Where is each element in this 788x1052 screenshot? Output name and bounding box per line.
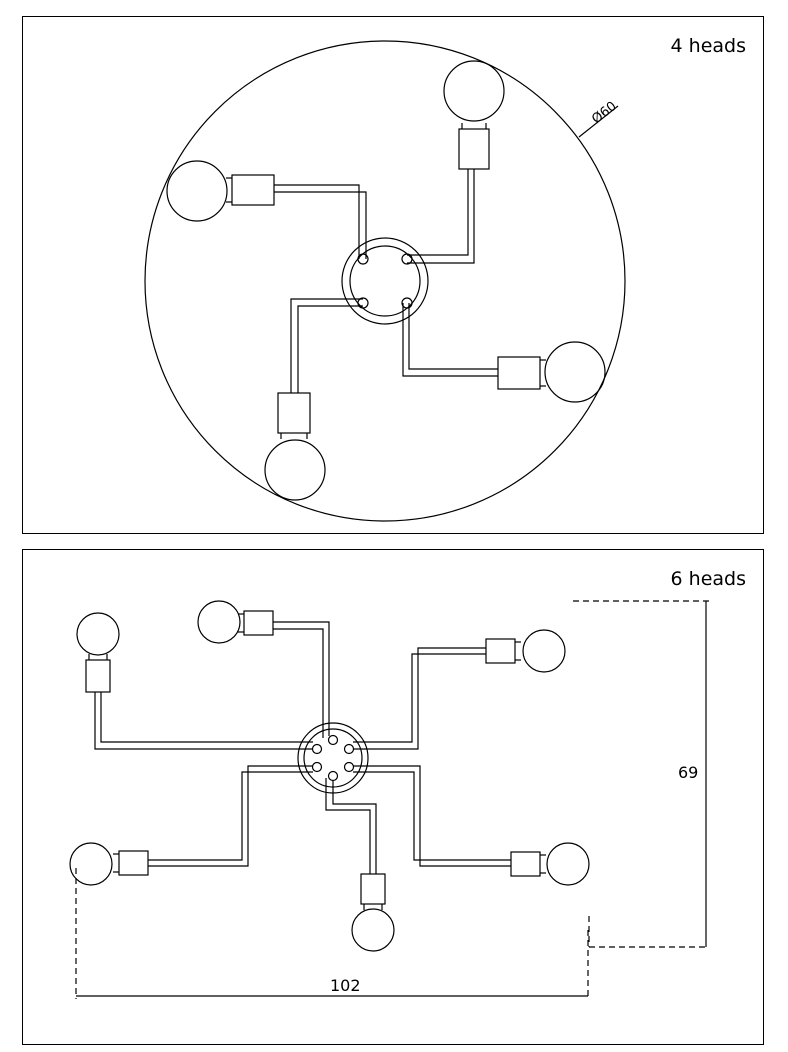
arm-socket	[401, 253, 413, 265]
six-heads-label: 6 heads	[670, 568, 746, 590]
arm-left-top	[76, 612, 313, 750]
arm-top-right	[407, 60, 505, 264]
bulb	[69, 842, 113, 886]
arm-socket	[311, 761, 323, 773]
bulb	[544, 341, 606, 403]
bulb	[76, 612, 120, 656]
arm-top-center	[197, 600, 330, 738]
arm-socket	[357, 253, 369, 265]
arm-bottom-right	[402, 303, 606, 403]
arm-socket	[311, 743, 323, 755]
height-label: 69	[678, 763, 698, 782]
diameter-leader	[578, 105, 619, 138]
ceiling-plate-outline	[144, 40, 626, 522]
six-heads-panel: 6 heads	[22, 549, 764, 1045]
arm-bottom-center	[325, 778, 395, 952]
center-hub-inner	[303, 728, 363, 788]
bulb	[443, 60, 505, 122]
width-dimension: 102	[75, 868, 589, 999]
arm-socket	[327, 734, 339, 746]
arm-right-bottom	[353, 765, 590, 886]
arm-socket	[343, 761, 355, 773]
bulb	[166, 160, 228, 222]
diameter-label: Ø60	[589, 99, 619, 127]
center-hub-inner	[349, 245, 421, 317]
arm-bottom-left	[264, 298, 363, 501]
arm-right-top	[353, 629, 566, 750]
width-label: 102	[330, 976, 361, 995]
bulb	[264, 439, 326, 501]
four-heads-label: 4 heads	[670, 35, 746, 57]
arm-socket	[343, 743, 355, 755]
bulb	[522, 629, 566, 673]
center-hub-outer	[341, 237, 429, 325]
six-heads-diagram: 69 102	[69, 600, 709, 999]
bulb	[546, 842, 590, 886]
bulb	[197, 600, 241, 644]
bulb	[351, 908, 395, 952]
arm-left-bottom	[69, 765, 313, 886]
arm-socket	[327, 770, 339, 782]
height-dimension: 69	[573, 600, 709, 948]
arm-top-left	[166, 160, 367, 259]
arm-socket	[357, 297, 369, 309]
four-heads-diagram: Ø60	[144, 40, 626, 522]
four-heads-panel: 4 heads Ø60	[22, 16, 764, 534]
arm-socket	[401, 297, 413, 309]
